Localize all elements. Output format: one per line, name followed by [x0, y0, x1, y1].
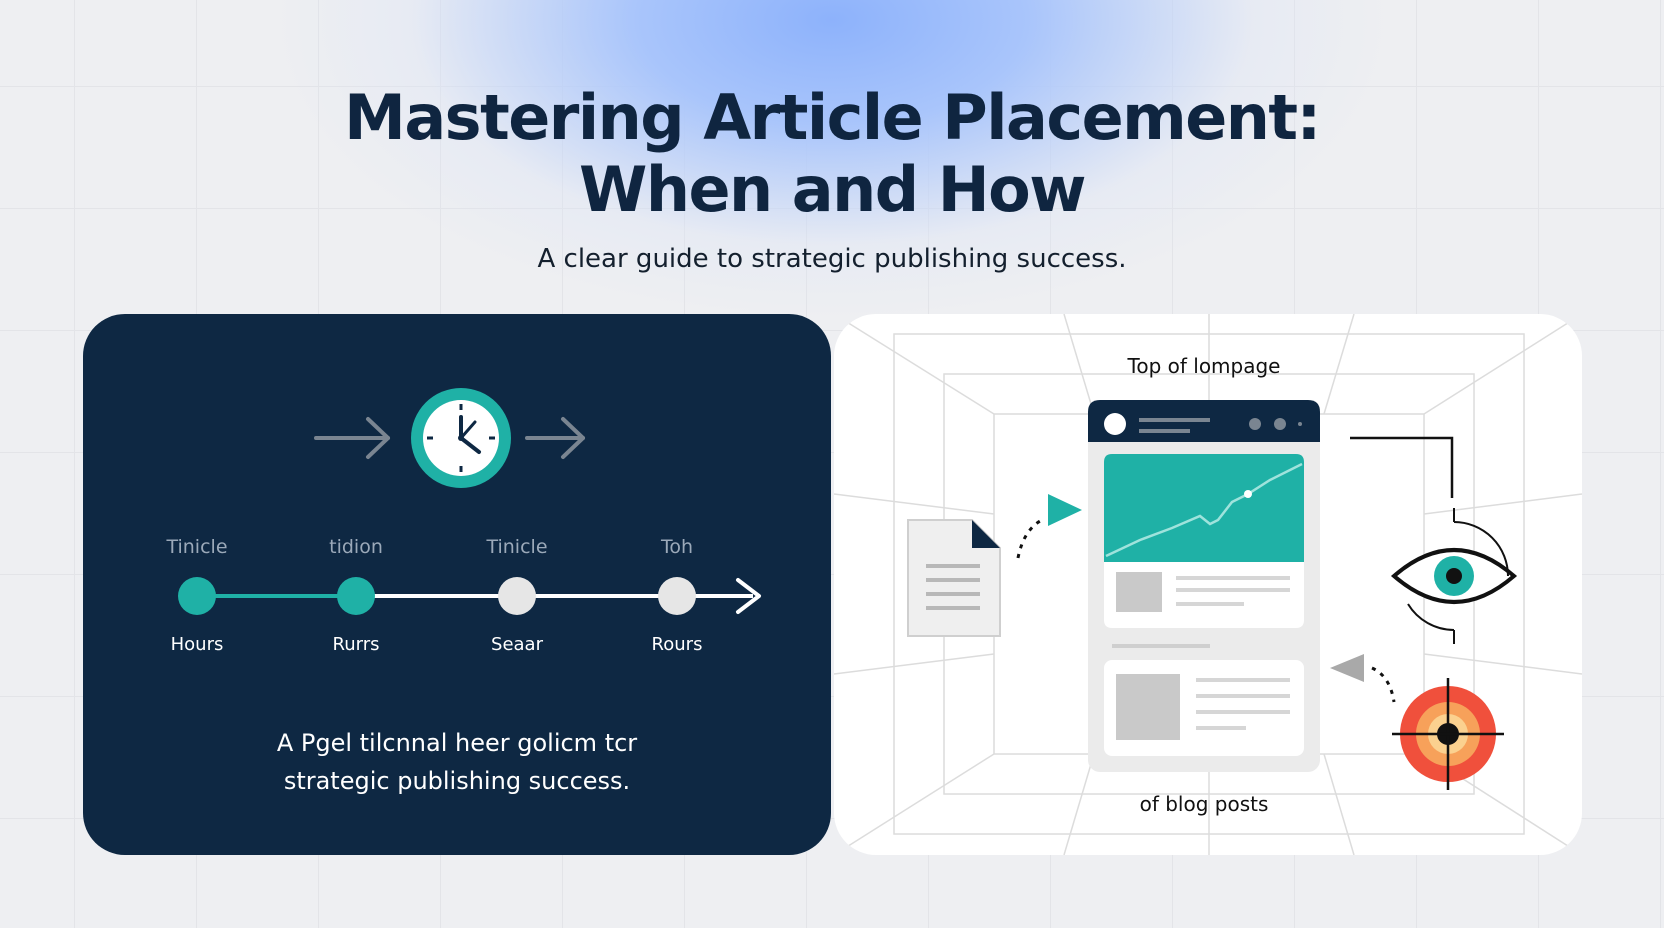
timeline-dot-4: [658, 577, 696, 615]
arrow-right-icon: [314, 417, 390, 459]
timeline-arrowhead-icon: [736, 578, 761, 614]
page-title: Mastering Article Placement: When and Ho…: [0, 82, 1664, 226]
page-subtitle: A clear guide to strategic publishing su…: [537, 244, 1127, 274]
placement-top-label: Top of lompage: [1127, 354, 1281, 378]
timeline-bottom-label: Seaar: [491, 634, 543, 655]
timing-panel: Tinicle tidion Tinicle Toh Hours Rurrs S…: [83, 314, 831, 855]
dotted-connector: [1371, 666, 1396, 703]
timeline-bottom-label: Hours: [170, 634, 224, 655]
eye-icon: [1390, 508, 1518, 644]
timeline-dot-1: [178, 577, 216, 615]
connector-line: [1350, 436, 1454, 498]
timeline-top-label: Toh: [660, 536, 694, 558]
timeline-dot-2: [337, 577, 375, 615]
placement-bottom-label: of blog posts: [1139, 792, 1269, 816]
back-arrow-icon: [1330, 654, 1364, 682]
timing-caption: A Pgel tilcnnal heer golicm tcr strategi…: [83, 724, 831, 800]
timeline-top-label: tidion: [329, 536, 383, 558]
timeline-top-label: Tinicle: [486, 536, 548, 558]
timeline-bottom-label: Rurrs: [332, 634, 380, 655]
document-icon: [907, 519, 1001, 637]
caption-line-2: strategic publishing success.: [283, 767, 631, 795]
clock-icon: [411, 388, 511, 488]
dotted-connector: [1016, 517, 1045, 559]
placement-panel: Top of lompage of blog posts: [834, 314, 1582, 855]
timeline-dot-3: [498, 577, 536, 615]
title-line-1: Mastering Article Placement:: [344, 81, 1321, 154]
placement-graphics: [834, 314, 1582, 855]
target-icon: [1392, 678, 1504, 790]
timeline-bottom-label: Rours: [651, 634, 703, 655]
timeline-top-label: Tinicle: [166, 536, 228, 558]
browser-window-icon: [1088, 400, 1320, 772]
play-arrow-icon: [1048, 494, 1082, 526]
caption-line-1: A Pgel tilcnnal heer golicm tcr: [276, 729, 638, 757]
arrow-right-icon: [525, 417, 585, 459]
timing-graphics: [178, 388, 761, 615]
title-line-2: When and How: [578, 153, 1087, 226]
